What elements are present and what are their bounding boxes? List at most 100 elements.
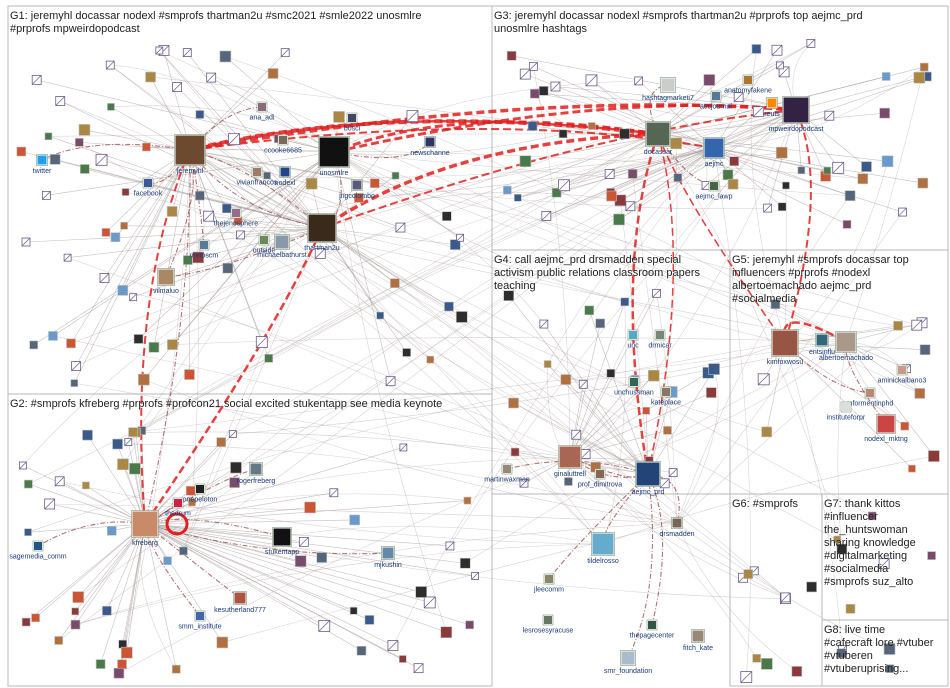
node-ccooke6685[interactable]: ccooke6685 — [264, 134, 302, 155]
peripheral-node — [142, 142, 151, 152]
node-ana_adi[interactable]: ana_adi — [250, 101, 275, 122]
node-mjkushin[interactable]: mjkushin — [374, 546, 402, 570]
peripheral-node — [705, 387, 717, 398]
node-vivianfrancos[interactable]: vivianfrancos — [237, 166, 278, 187]
node-avatar — [645, 121, 671, 147]
node-nodexl[interactable]: nodexl — [275, 166, 296, 188]
node-label: rogerfreberg — [237, 478, 276, 485]
node-thepagecenter[interactable]: thepagecenter — [630, 619, 675, 640]
node-newschanne[interactable]: newschanne — [410, 136, 450, 158]
node-mformentinphd[interactable]: mformentinphd — [847, 387, 894, 408]
node-smr_foundation[interactable]: smr_foundation — [604, 650, 652, 676]
peripheral-node — [761, 658, 773, 670]
node-kimfoxwosu[interactable]: kimfoxwosu — [767, 329, 804, 367]
edge — [321, 227, 407, 353]
node-jeremyhl[interactable]: jeremyhl — [174, 134, 206, 176]
edge — [144, 149, 193, 525]
node-instituteforpr[interactable]: instituteforpr — [827, 401, 866, 422]
peripheral-node — [752, 653, 761, 663]
node-reuts[interactable]: reuts — [764, 97, 780, 119]
node-aejmc_lawp[interactable]: aejmc_lawp — [696, 180, 733, 201]
peripheral-node-mark — [31, 75, 42, 85]
node-unosmlre[interactable]: unosmlre — [318, 136, 350, 178]
node-stukentapp[interactable]: stukentapp — [265, 527, 299, 557]
node-border — [835, 331, 857, 353]
node-fitch_kate[interactable]: fitch_kate — [683, 629, 713, 653]
peripheral-node — [390, 278, 400, 288]
node-kesutherland777[interactable]: kesutherland777 — [214, 591, 266, 615]
node-rogerfreberg[interactable]: rogerfreberg — [237, 462, 276, 486]
node-avatar — [278, 135, 288, 145]
peripheral-node — [24, 479, 33, 489]
node-smm_institute[interactable]: smm_institute — [178, 610, 222, 631]
edge — [333, 151, 899, 327]
node-anatomyfakene[interactable]: anatomyfakene — [724, 74, 772, 95]
peripheral-node — [349, 514, 360, 526]
node-thartman2u[interactable]: thartman2u — [304, 213, 340, 253]
node-martinwaxman[interactable]: martinwaxman — [484, 463, 530, 484]
peripheral-node — [836, 648, 847, 659]
node-aminickalbano3[interactable]: aminickalbano3 — [878, 364, 927, 385]
edge — [676, 195, 851, 524]
edge — [845, 341, 935, 457]
node-border — [710, 90, 722, 102]
peripheral-node — [729, 156, 739, 167]
node-border — [542, 614, 554, 626]
node-kateplace[interactable]: kateplace — [651, 386, 681, 407]
edge — [569, 456, 786, 598]
node-label: nodexl_mktng — [864, 436, 908, 443]
node-twitter[interactable]: twitter — [33, 154, 52, 176]
edge — [546, 109, 797, 217]
node-aejmc_prd[interactable]: aejmc_prd — [632, 461, 665, 497]
node-jleecomm[interactable]: jleecomm — [533, 573, 564, 594]
edge — [321, 227, 456, 246]
edge — [189, 149, 647, 412]
node-label: accjournal — [700, 104, 732, 111]
peripheral-node — [229, 477, 240, 488]
node-border — [351, 179, 363, 191]
node-entsinflu[interactable]: entsinflu — [809, 333, 835, 357]
node-kfreberg[interactable]: kfreberg — [131, 510, 159, 548]
node-tildelrosso[interactable]: tildelrosso — [587, 532, 619, 566]
peripheral-node-mark — [585, 74, 598, 87]
node-unc[interactable]: unc — [627, 329, 639, 350]
node-avatar — [351, 179, 363, 191]
edge — [392, 147, 715, 646]
node-sagemedia_comm[interactable]: sagemedia_comm — [9, 540, 67, 561]
node-avatar — [143, 178, 153, 188]
node-docassar[interactable]: docassar — [644, 121, 673, 157]
edge — [533, 66, 571, 458]
edge — [74, 523, 146, 612]
node-prof_dimitrova[interactable]: prof_dimitrova — [578, 468, 622, 489]
peripheral-node-mark — [550, 81, 561, 92]
node-unchussman[interactable]: unchussman — [614, 376, 654, 397]
node-facebook[interactable]: facebook — [134, 177, 163, 198]
peripheral-node — [673, 173, 683, 182]
node-lesrosesyracuse[interactable]: lesrosesyracuse — [523, 614, 574, 635]
node-ginaluttrell[interactable]: ginaluttrell — [554, 445, 586, 479]
node-thejenosphere[interactable]: thejenosphere — [214, 207, 258, 228]
node-border — [32, 540, 44, 552]
node-b0sci[interactable]: b0sci — [344, 112, 361, 133]
node-onepeloton[interactable]: onepeloton — [183, 483, 218, 504]
edge — [153, 147, 715, 348]
peripheral-node — [398, 655, 407, 663]
node-metoscm[interactable]: metoscm — [190, 239, 219, 260]
node-vilmaluo[interactable]: vilmaluo — [153, 268, 179, 296]
node-thedrum[interactable]: thedrum — [165, 497, 191, 518]
node-accjournal[interactable]: accjournal — [700, 90, 732, 111]
node-michaelbathurst[interactable]: michaelbathurst — [257, 234, 307, 260]
node-jngcolombo[interactable]: jngcolombo — [338, 179, 375, 201]
peripheral-node — [519, 155, 532, 168]
node-outside[interactable]: outside — [253, 234, 276, 255]
node-drsmadden[interactable]: drsmadden — [659, 517, 695, 539]
node-mpweirdopodcast[interactable]: mpweirdopodcast — [769, 96, 824, 134]
node-albertoemachado[interactable]: albertoemachado — [819, 331, 873, 363]
edge — [449, 109, 797, 547]
node-aejmc[interactable]: aejmc — [703, 137, 725, 169]
peripheral-node-mark — [763, 203, 772, 213]
node-nodexl_mktng[interactable]: nodexl_mktng — [864, 414, 908, 444]
node-drmicar[interactable]: drmicar — [648, 329, 672, 350]
node-hashtagmarketi7[interactable]: hashtagmarketi7 — [642, 77, 694, 103]
peripheral-node-mark — [898, 207, 907, 217]
